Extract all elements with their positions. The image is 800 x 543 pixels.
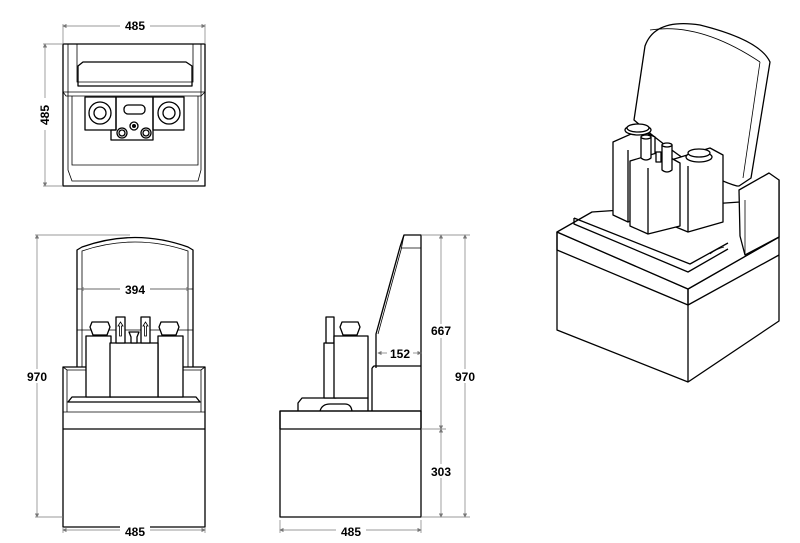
front-inner-width-label: 394 xyxy=(125,283,145,297)
top-left-port xyxy=(116,127,128,139)
iso-right-tube xyxy=(661,144,673,173)
iso-left-tube xyxy=(640,136,652,161)
front-left-tube xyxy=(115,316,126,344)
side-screen-panel xyxy=(375,234,422,411)
front-center-nozzle xyxy=(128,331,140,344)
side-tube xyxy=(325,316,335,344)
front-height-label: 970 xyxy=(27,370,47,384)
iso-right-button xyxy=(687,148,711,158)
front-center-column xyxy=(109,342,159,398)
front-right-button xyxy=(158,321,180,336)
side-height-label: 970 xyxy=(455,370,475,384)
front-right-column xyxy=(157,335,184,398)
top-width-label: 485 xyxy=(125,19,145,33)
side-button xyxy=(339,321,361,336)
top-center-knob xyxy=(129,121,139,131)
top-depth-label: 485 xyxy=(38,105,52,125)
side-base-height-label: 303 xyxy=(431,465,451,479)
top-left-button xyxy=(88,101,112,125)
side-view: 152 667 303 970 485 xyxy=(279,234,478,539)
top-right-port xyxy=(140,127,152,139)
front-right-tube xyxy=(140,316,151,344)
front-width-label: 485 xyxy=(125,525,145,539)
front-screen-panel xyxy=(76,236,194,367)
front-view: 394 970 485 xyxy=(24,234,206,539)
side-base xyxy=(279,410,422,518)
isometric-view xyxy=(556,22,780,383)
top-right-button xyxy=(157,101,181,125)
front-left-button xyxy=(89,321,111,336)
side-offset-label: 152 xyxy=(390,347,410,361)
iso-left-button xyxy=(626,123,650,133)
side-upper-height-label: 667 xyxy=(431,324,451,338)
top-display xyxy=(123,104,146,115)
top-handle xyxy=(77,61,193,87)
side-depth-label: 485 xyxy=(341,525,361,539)
top-outline xyxy=(62,43,206,187)
front-left-column xyxy=(85,335,112,398)
side-column xyxy=(333,335,369,399)
top-view: 485 485 xyxy=(37,18,206,187)
